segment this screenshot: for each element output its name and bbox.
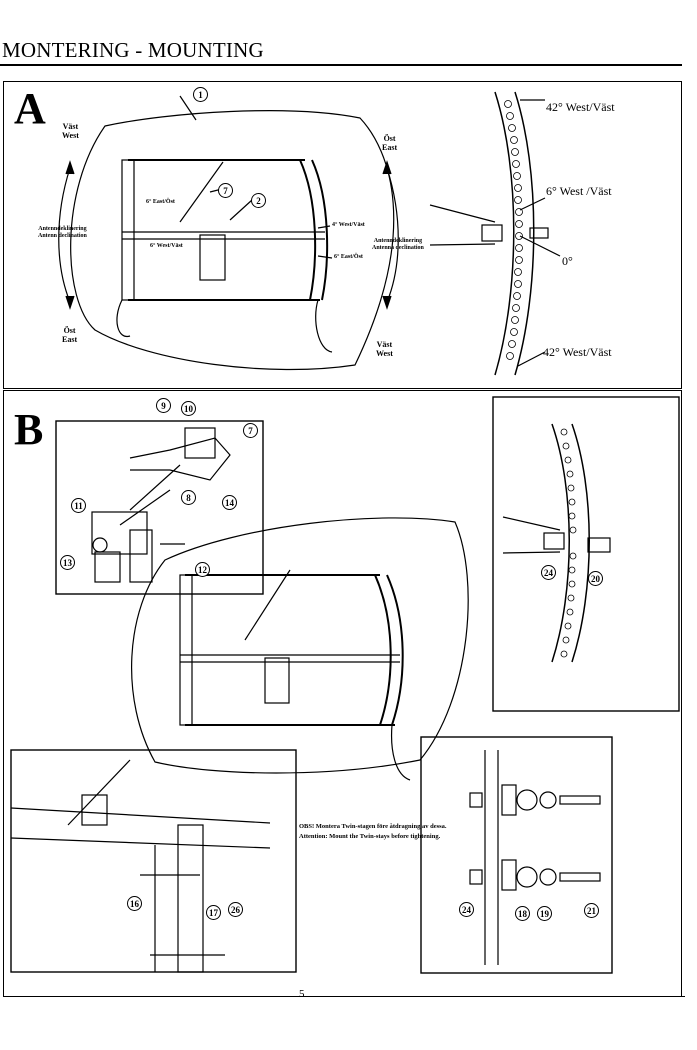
label-declination-left: Antenndeklinering Antenn declination <box>38 226 87 239</box>
callout-13: 13 <box>60 555 75 570</box>
callout-14: 14 <box>222 495 237 510</box>
panel-a-letter: A <box>14 84 46 133</box>
panel-b-letter: B <box>14 405 44 454</box>
callout-26: 26 <box>228 902 243 917</box>
label-west-vast-6: 6° West/Väst <box>150 243 183 249</box>
twin-stay-note-sv: OBS! Montera Twin-stagen före åtdragning… <box>299 823 447 830</box>
twin-stay-note-en: Attention: Mount the Twin-stays before t… <box>299 833 441 840</box>
label-scale-mid: 6° West /Väst <box>546 184 612 198</box>
callout-9: 9 <box>156 398 171 413</box>
callout-8: 8 <box>181 490 196 505</box>
footer-rule <box>5 996 685 997</box>
callout-18: 18 <box>515 906 530 921</box>
label-declination-right: Antenndeklinering Antenna declination <box>372 238 424 251</box>
callout-1: 1 <box>193 87 208 102</box>
callout-16: 16 <box>127 896 142 911</box>
callout-24-right: 24 <box>541 565 556 580</box>
label-scale-top: 42° West/Väst <box>546 100 615 114</box>
label-west-vast-4: 4° West/Väst <box>332 222 365 228</box>
page-title: MONTERING - MOUNTING <box>2 38 264 62</box>
label-vast-west-bottom: Väst West <box>376 340 393 359</box>
label-scale-bottom: 42° West/Väst <box>543 345 612 359</box>
page-number: 5 <box>299 988 305 1000</box>
label-ost-east-bottom: Öst East <box>62 326 78 345</box>
label-ost-east-top: Öst East <box>382 134 398 153</box>
callout-7b: 7 <box>243 423 258 438</box>
callout-24-br: 24 <box>459 902 474 917</box>
panel-a <box>3 81 682 389</box>
label-scale-zero: 0° <box>562 254 573 268</box>
callout-20: 20 <box>588 571 603 586</box>
label-vast-west-top: Väst West <box>62 122 79 141</box>
header-rule <box>0 64 682 66</box>
label-east-ost-6: 6° East/Öst <box>146 199 175 205</box>
callout-17: 17 <box>206 905 221 920</box>
callout-19: 19 <box>537 906 552 921</box>
callout-12: 12 <box>195 562 210 577</box>
callout-2: 2 <box>251 193 266 208</box>
callout-10: 10 <box>181 401 196 416</box>
callout-7: 7 <box>218 183 233 198</box>
callout-21: 21 <box>584 903 599 918</box>
callout-11: 11 <box>71 498 86 513</box>
label-east-ost-6b: 6° East/Öst <box>334 254 363 260</box>
